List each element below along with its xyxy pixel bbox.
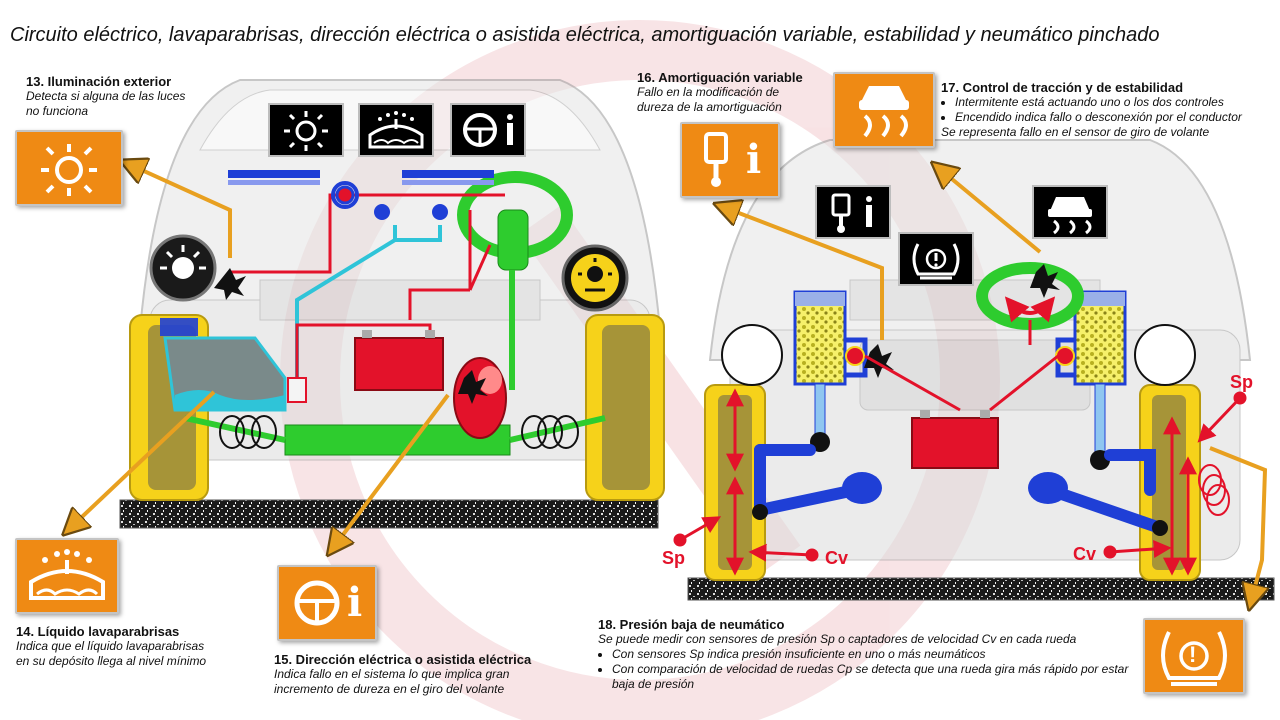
annotation-18: 18. Presión baja de neumático Se puede m… [598,617,1138,692]
tire-pressure-icon [912,243,960,280]
cv-label-right: Cv [1073,544,1097,564]
annotation-18-heading: 18. Presión baja de neumático [598,617,785,632]
annotation-15-line: Indica fallo en el sistema lo que implic… [274,667,510,681]
bulb-rays-icon [284,111,328,151]
info-glyph: i [746,136,762,183]
windshield-washer-icon [29,549,105,600]
page-title: Circuito eléctrico, lavaparabrisas, dire… [10,24,1160,46]
steering-system [184,171,606,456]
skidding-car-icon [1048,197,1092,235]
steering-wheel-icon [463,113,513,147]
annotation-18-bullet: Con sensores Sp indica presión insuficie… [612,647,1138,662]
sp-label-left: Sp [662,548,686,568]
steering-motor [453,357,507,439]
annotation-17-heading: 17. Control de tracción y de estabilidad [941,80,1184,95]
warning-traction-control [833,72,935,148]
right-road [687,577,1275,601]
washer-pump [287,377,307,403]
steering-wheel-icon [294,580,340,626]
steering-fault-spark [458,370,488,404]
info-glyph: i [347,579,363,626]
skidding-car-icon [859,86,909,138]
dash-washer-icon [358,103,434,157]
annotation-16-heading: 16. Amortiguación variable [637,70,803,85]
annotation-13-line: Detecta si alguna de las luces [26,89,186,103]
dash-steering-icon [450,103,526,157]
annotation-14: 14. Líquido lavaparabrisas Indica que el… [16,624,276,669]
warning-exterior-light [15,130,123,206]
dash-light-icon [268,103,344,157]
tire-pressure-icon [1161,631,1227,686]
annotation-18-bullets: Con sensores Sp indica presión insuficie… [598,647,1138,692]
left-wheel-right [585,314,665,501]
annotation-16-line: dureza de la amortiguación [637,100,782,114]
dash-tpms-icon [898,232,974,286]
suspension-arms [754,444,1166,534]
sp-label-right: Sp [1230,372,1254,392]
tie-rod-springs [219,415,579,449]
right-wiring [864,320,1059,412]
windshield-washer-icon [368,111,424,149]
annotation-14-line: en su depósito llega al nivel mínimo [16,654,207,668]
annotation-17-bullets: Intermitente está actuando uno o los dos… [941,95,1276,125]
annotation-17-note: Se representa fallo en el sensor de giro… [941,125,1210,139]
annotation-16-line: Fallo en la modificación de [637,85,780,99]
headlight-failed-lamp [149,234,246,302]
light-bars [228,170,494,209]
annotation-18-bullet: Con comparación de velocidad de ruedas C… [612,662,1138,692]
bulb-rays-icon [41,144,97,196]
tpms-glyph: ! [1189,642,1197,667]
wheel-speed-springs [1198,464,1230,516]
sensor-pointer-arrows [673,391,1247,562]
annotation-14-heading: 14. Líquido lavaparabrisas [16,624,180,639]
annotation-17: 17. Control de tracción y de estabilidad… [941,80,1276,140]
annotation-17-bullet: Intermitente está actuando uno o los dos… [955,95,1276,110]
warning-tire-pressure: ! [1143,618,1245,694]
annotation-16: 16. Amortiguación variable Fallo en la m… [637,70,837,115]
annotation-15-heading: 15. Dirección eléctrica o asistida eléct… [274,652,532,667]
damper-left [793,290,894,452]
headlight-ok-lamp [561,244,629,312]
annotation-13: 13. Iluminación exterior Detecta si algu… [26,74,246,119]
warning-power-steering: i [277,565,377,641]
shock-absorber-icon [831,193,872,233]
left-wiring [230,185,505,385]
tire-deflection-arrows [726,388,1197,576]
dash-damper-icon [815,185,891,239]
warning-washer-fluid [15,538,119,614]
annotation-15: 15. Dirección eléctrica o asistida eléct… [274,652,574,697]
damper-right [1055,290,1127,470]
annotation-14-line: Indica que el líquido lavaparabrisas [16,639,205,653]
right-battery [911,410,999,469]
right-headlights [721,324,1196,386]
cv-label-left: Cv [825,548,849,568]
annotation-15-line: incremento de dureza en el giro del vola… [274,682,505,696]
annotation-18-intro: Se puede medir con sensores de presión S… [598,632,1077,646]
annotation-13-line: no funciona [26,104,89,118]
dash-traction-icon [1032,185,1108,239]
washer-nozzles [374,204,448,220]
annotation-13-heading: 13. Iluminación exterior [26,74,172,89]
annotation-17-bullet: Encendido indica fallo o desconexión por… [955,110,1276,125]
shock-absorber-icon [704,132,728,187]
left-battery [354,330,444,391]
warning-variable-damping: i [680,122,780,198]
left-road [119,499,659,529]
leader-arrows [66,162,1265,606]
